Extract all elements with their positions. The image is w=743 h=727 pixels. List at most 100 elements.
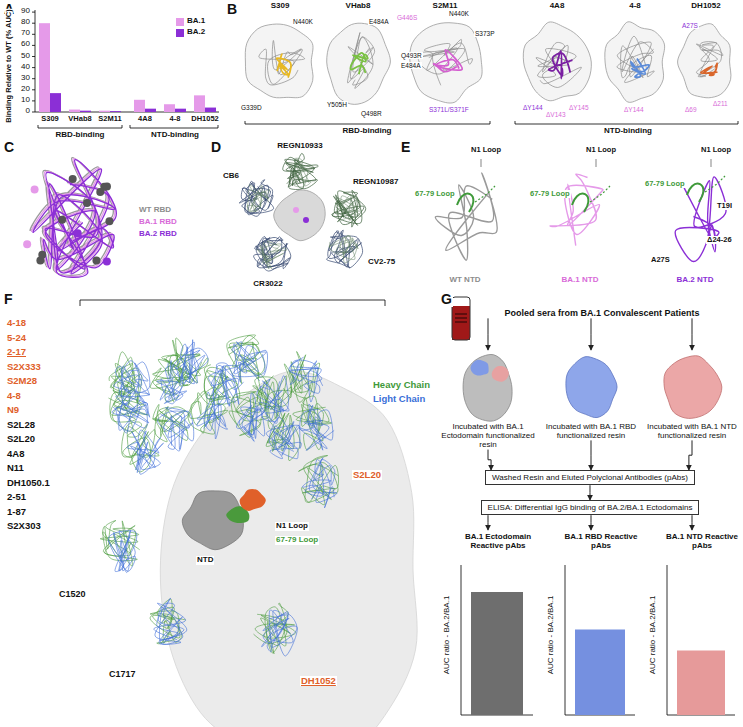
- light-chain-ribbon: [154, 598, 187, 644]
- axis-line: [35, 10, 219, 112]
- group-bracket: [515, 121, 738, 124]
- spike-antibodies: [80, 300, 417, 727]
- loop-label: 67-79 Loop: [644, 180, 686, 188]
- rbd-surface: [274, 190, 326, 241]
- protein-surface: [245, 24, 313, 98]
- light-chain-ribbon: [266, 417, 301, 458]
- loop-patch: [240, 489, 266, 511]
- structure-key: WT RBD: [138, 206, 172, 215]
- bar-chart: [32, 10, 219, 128]
- structure-key: BA.1 RBD: [138, 218, 178, 227]
- rbd-ribbon: [32, 159, 115, 277]
- ntd-ribbon: [675, 177, 726, 262]
- legend-text: BA.2: [187, 27, 205, 36]
- chain-key: Heavy Chain: [372, 380, 431, 390]
- tick-label: 70: [20, 29, 31, 38]
- loop-label: N1 Loop: [700, 146, 732, 154]
- mutation-sphere: [303, 217, 309, 223]
- flow-arrow: [488, 450, 491, 470]
- axis-tick: [32, 12, 35, 13]
- mutation-label: A27S: [650, 256, 671, 264]
- axis-tick: [32, 56, 35, 57]
- antibody-name: DH1050.1: [6, 478, 51, 488]
- loop-label: N1 Loop: [275, 522, 309, 531]
- mutation-sphere: [83, 199, 91, 207]
- loop-label: N1 Loop: [585, 146, 617, 154]
- spike-surface: [160, 371, 417, 727]
- epitope-ribbon: [351, 53, 368, 74]
- ectodomain-surface: [463, 354, 512, 421]
- structure-title: WT NTD: [448, 276, 481, 285]
- tube-stripe: [455, 314, 467, 315]
- antibody-name: 1-87: [6, 507, 27, 517]
- antibody-name: CV2-75: [367, 258, 396, 267]
- tick-label: 40: [20, 63, 31, 72]
- bar: [50, 93, 61, 112]
- flow-arrow: [591, 440, 592, 470]
- light-chain-ribbon: [114, 361, 150, 405]
- heavy-chain-ribbon: [166, 338, 208, 386]
- category-label: VHab8: [67, 115, 92, 123]
- process-box: ELISA: Differential IgG binding of BA.2/…: [481, 500, 700, 515]
- light-chain-ribbon: [257, 376, 289, 424]
- bar: [175, 109, 186, 112]
- mutation-sphere: [23, 240, 31, 248]
- group-bracket: [130, 125, 218, 128]
- antibody-name: VHab8: [345, 2, 372, 11]
- axis-tick: [32, 45, 35, 46]
- mutation-label: E484A: [368, 18, 390, 25]
- axis-tick: [32, 89, 35, 90]
- protein-ribbon: [617, 36, 654, 82]
- chart-title: BA.1 RBD Reactive pAbs: [561, 532, 641, 550]
- leader-line: [481, 159, 482, 167]
- mutation-sphere: [31, 185, 39, 193]
- epitope-ribbon: [276, 54, 290, 78]
- group-label: NTD-binding: [603, 127, 653, 136]
- light-chain-ribbon: [172, 340, 208, 385]
- light-chain-ribbon: [302, 458, 337, 508]
- antibody-name: S2L20: [6, 434, 36, 444]
- structure-title: BA.1 NTD: [561, 276, 600, 285]
- bar-chart-panel: BA.1 Ectodomain Reactive pAbsAUC ratio -…: [437, 530, 539, 720]
- fab-ribbon: [329, 235, 358, 262]
- axis-tick: [32, 78, 35, 79]
- ntd-surface: [664, 356, 722, 419]
- rbd-patch: [471, 360, 489, 376]
- bar-chart-panel: BA.1 RBD Reactive pAbsAUC ratio - BA.2/B…: [541, 530, 641, 720]
- antibody-name: REGN10933: [276, 142, 323, 151]
- protein-ribbon: [259, 40, 305, 85]
- legend-swatch: [176, 29, 184, 37]
- loop-label: N1 Loop: [470, 146, 502, 154]
- mutation-sphere: [74, 229, 82, 237]
- mutation-label: S373P: [474, 30, 496, 37]
- loop-ribbon: [572, 194, 588, 212]
- ntd-comparison: [435, 159, 726, 262]
- loop-missing: [590, 186, 610, 202]
- mutation-sphere: [69, 175, 77, 183]
- legend-swatch: [176, 18, 184, 26]
- mutation-sphere: [293, 207, 299, 213]
- flow-arrow: [689, 440, 692, 470]
- chart-title: BA.1 NTD Reactive pAbs: [663, 532, 741, 550]
- bar: [39, 23, 50, 112]
- bar: [110, 111, 121, 113]
- heavy-chain-ribbon: [293, 396, 332, 450]
- bar: [145, 109, 156, 112]
- light-chain-ribbon: [208, 363, 243, 406]
- chain-key: Light Chain: [372, 394, 426, 404]
- mutation-label: S371L/S371F: [428, 106, 470, 113]
- resin-panel: Incubated with BA.1 NTD functionalized r…: [643, 350, 741, 440]
- category-label: S2M11: [97, 115, 122, 123]
- bar: [164, 104, 175, 112]
- antibody-name: 4-18: [6, 318, 27, 328]
- antibody-name: 2-17: [6, 347, 27, 357]
- mutation-sphere: [38, 251, 46, 259]
- category-label: DH1052: [190, 115, 220, 123]
- mutation-label: ΔY144: [623, 106, 645, 113]
- axis-line: [565, 565, 635, 715]
- loop-label: 67-79 Loop: [529, 190, 571, 198]
- node-text: Incubated with BA.1 NTD functionalized r…: [643, 422, 741, 440]
- structure-row: [245, 22, 738, 124]
- light-chain-ribbon: [108, 530, 137, 572]
- antibody-name: S309: [270, 2, 291, 11]
